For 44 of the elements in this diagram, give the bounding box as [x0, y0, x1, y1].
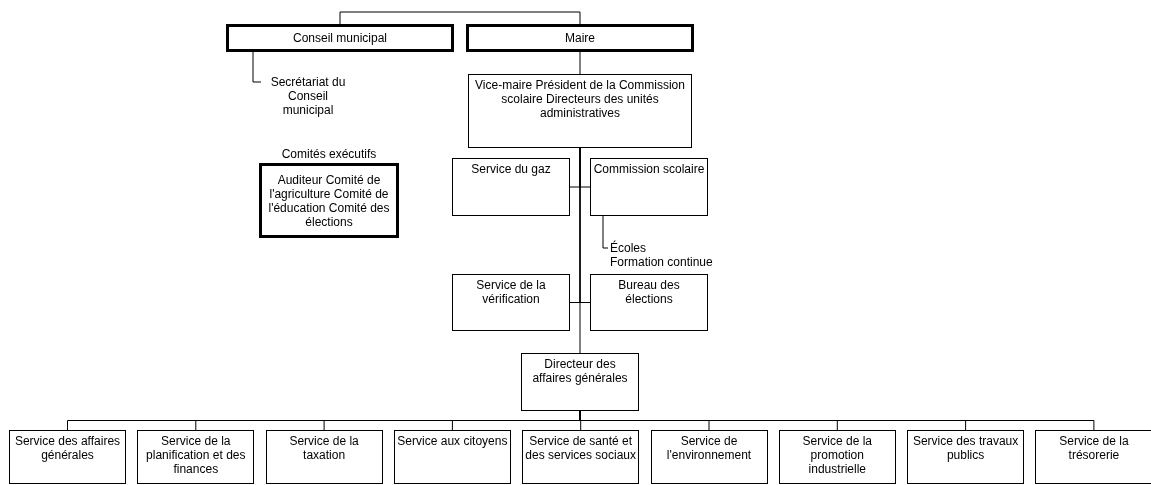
- org-box: [265, 430, 383, 484]
- org-box: [452, 274, 570, 331]
- note-text: Écoles: [610, 241, 647, 255]
- connector-line: [579, 147, 581, 354]
- box-label: Auditeur Comité de l'agriculture Comité de l'éducation Comité des élections: [267, 172, 391, 229]
- box-label: Service aux citoyens: [397, 434, 508, 448]
- note-text: Formation continue: [610, 255, 713, 269]
- box-label: Maire: [565, 31, 595, 45]
- org-box: [393, 430, 511, 484]
- box-label: Service de la promotion industrielle: [801, 434, 873, 476]
- box-label: Service de la trésorerie: [1058, 434, 1130, 462]
- box-label: Conseil municipal: [292, 31, 387, 45]
- group-heading: Comités exécutifs: [280, 147, 378, 161]
- org-box: [522, 430, 640, 484]
- box-label: Service de la vérification: [475, 278, 547, 306]
- org-box: [137, 430, 255, 484]
- note-text: Secrétariat du Conseil municipal: [269, 75, 347, 117]
- box-label: Service de santé et des services sociaux: [525, 434, 637, 462]
- org-box: [521, 353, 639, 411]
- box-label: Service de la planification et des finances: [145, 434, 247, 476]
- box-label: Service du gaz: [471, 162, 551, 176]
- org-box: [778, 430, 896, 484]
- box-label: Service des affaires générales: [13, 434, 122, 462]
- connector-line: [579, 51, 581, 75]
- box-label: Commission scolaire: [593, 162, 705, 176]
- org-box: [650, 430, 768, 484]
- leader-line: [252, 51, 262, 83]
- box-label: Directeur des affaires générales: [531, 357, 629, 385]
- bold-org-box: [466, 24, 694, 52]
- org-box: [468, 74, 692, 148]
- org-box: [590, 158, 708, 216]
- org-box: [590, 274, 708, 331]
- box-label: Service de la taxation: [288, 434, 360, 462]
- box-label: Bureau des élections: [617, 278, 681, 306]
- org-box: [9, 430, 126, 484]
- box-label: Vice-maire Président de la Commission scolaire Directeurs des unités administratives: [474, 78, 686, 120]
- bold-org-box: [226, 24, 454, 52]
- org-box: [1035, 430, 1151, 484]
- org-box: [907, 430, 1025, 484]
- box-label: Service de l'environnement: [665, 434, 753, 462]
- connector-line: [339, 11, 581, 25]
- leader-line: [602, 215, 609, 249]
- box-label: Service des travaux publics: [911, 434, 1020, 462]
- org-box: [452, 158, 570, 216]
